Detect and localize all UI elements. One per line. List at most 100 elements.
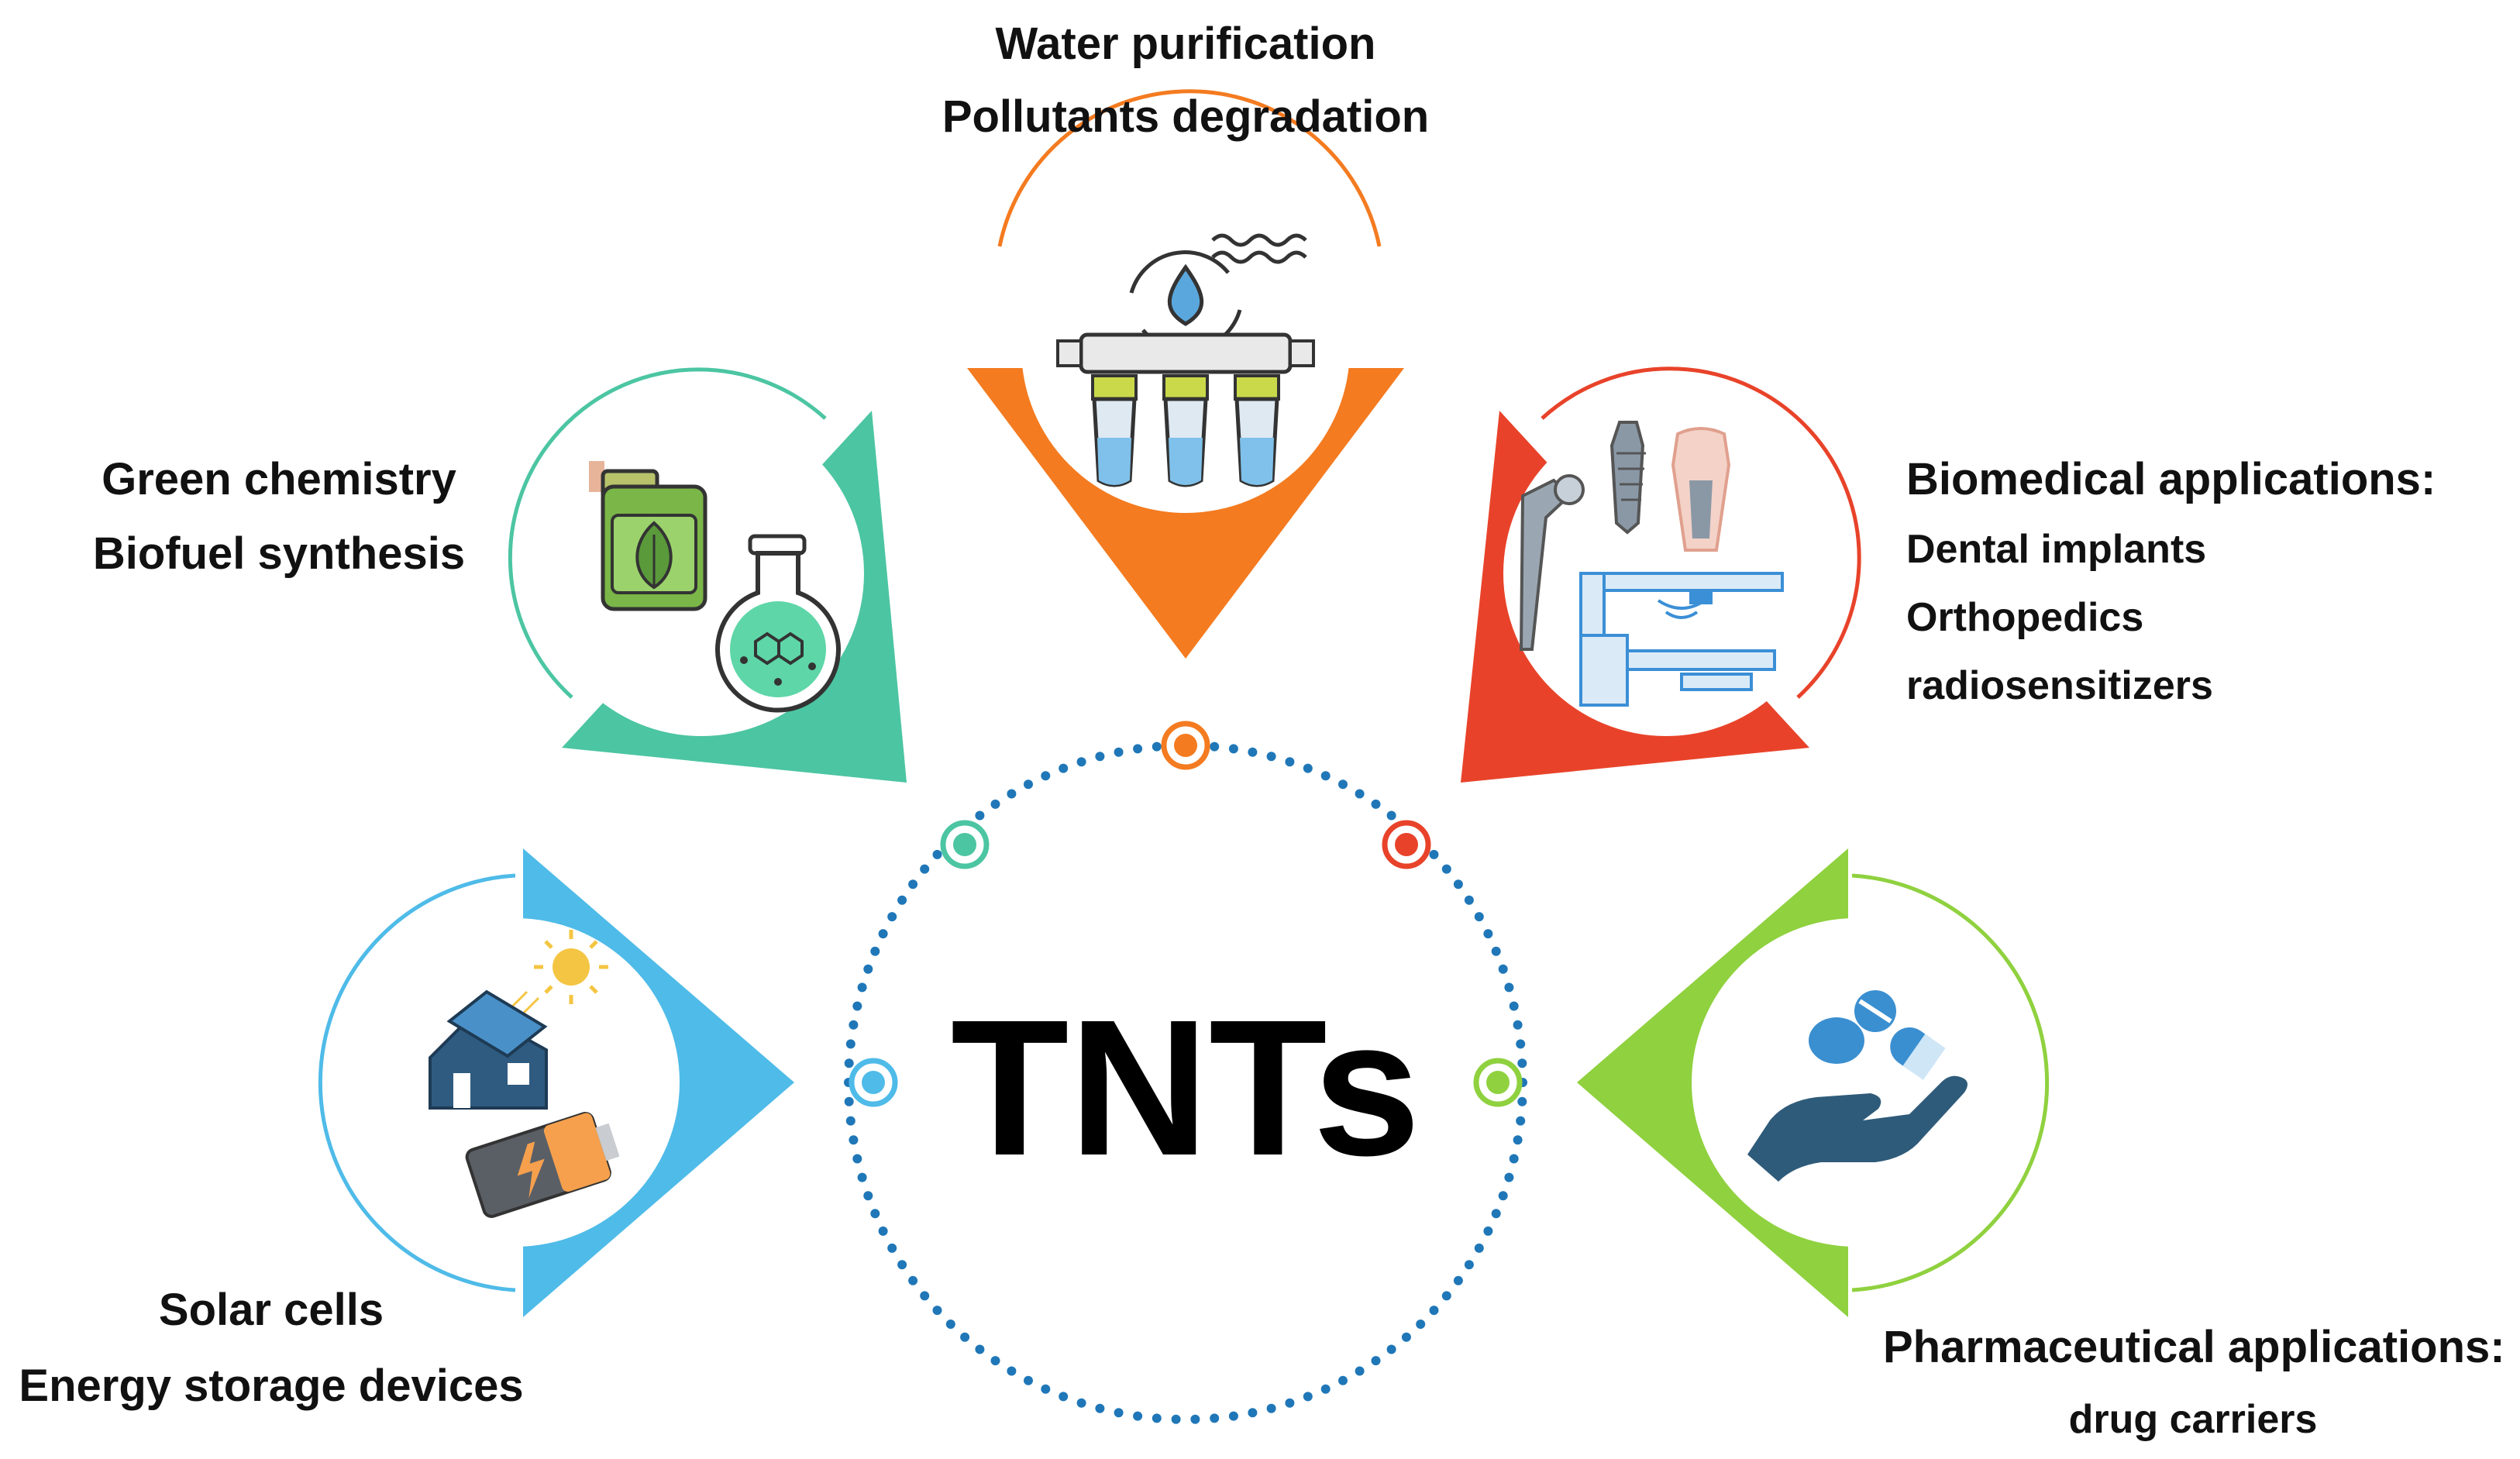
ring-dot <box>990 799 1000 809</box>
ring-dot <box>960 1332 970 1342</box>
ring-dot <box>1371 1356 1381 1366</box>
ring-dot <box>1491 1209 1501 1219</box>
ring-dot <box>870 1209 880 1219</box>
ring-dot <box>857 982 867 993</box>
ring-dot <box>1355 789 1365 799</box>
ring-dot <box>1464 1260 1474 1270</box>
ring-dot <box>1133 744 1143 754</box>
ring-dot <box>990 1356 1000 1366</box>
ring-dot <box>863 1191 873 1201</box>
ring-dot <box>1355 1366 1365 1376</box>
ring-dot <box>1464 895 1474 905</box>
ring-dot <box>975 810 985 821</box>
ring-dot <box>1504 982 1514 993</box>
ring-dot <box>852 1154 862 1164</box>
ring-dot <box>975 1344 985 1354</box>
ring-dot <box>857 1172 867 1182</box>
pharma-heading: Pharmaceutical applications: <box>1883 1322 2505 1372</box>
ring-dot <box>1059 1392 1069 1402</box>
ring-dot <box>1024 1375 1033 1385</box>
ring-dot <box>1517 1058 1527 1068</box>
ring-dot <box>878 929 888 939</box>
ring-dot <box>1133 1411 1143 1421</box>
ring-dot <box>1441 1291 1451 1301</box>
ring-dot <box>1474 912 1484 922</box>
ring-dot <box>849 1020 859 1030</box>
ring-dot <box>1338 1375 1348 1385</box>
ring-dot <box>1285 757 1295 767</box>
ring-dot <box>1210 742 1220 752</box>
ring-dot <box>1516 1116 1526 1126</box>
ring-dot <box>1401 1332 1411 1342</box>
ring-dot <box>1228 744 1238 754</box>
ring-dot <box>1504 1172 1514 1182</box>
ring-dot <box>1076 757 1086 767</box>
water-filter-icon <box>1056 233 1315 487</box>
ring-dot <box>1114 747 1124 757</box>
ring-dot <box>1429 849 1439 859</box>
ring-dot <box>920 864 930 874</box>
ring-dot <box>1441 864 1451 874</box>
ring-dot <box>1266 752 1276 762</box>
ring-dot <box>1285 1398 1295 1408</box>
ring-dot <box>1228 1411 1238 1421</box>
ring-node-biomedical <box>1382 820 1431 869</box>
ring-dot <box>1338 779 1348 790</box>
biomedical-item: Dental implants <box>1906 527 2207 572</box>
ring-dot <box>897 1260 907 1270</box>
ring-dot <box>1483 1226 1493 1236</box>
ring-dot <box>870 946 880 956</box>
ring-dot <box>1266 1403 1276 1413</box>
ring-dot <box>1171 1414 1181 1424</box>
ring-node-solar <box>849 1058 898 1107</box>
ring-dot <box>1248 747 1258 757</box>
ring-dot <box>844 1058 854 1068</box>
ring-dot <box>1303 763 1313 773</box>
ring-dot <box>945 1320 955 1329</box>
water-badge <box>967 89 1404 659</box>
ring-dot <box>1320 1384 1331 1394</box>
ring-dot <box>1517 1096 1527 1106</box>
ring-dot <box>1041 771 1051 781</box>
water-label-line1: Water purification <box>995 19 1376 69</box>
ring-dot <box>1416 1320 1426 1329</box>
ring-dot <box>1095 1403 1105 1413</box>
ring-dot <box>897 895 907 905</box>
ring-dot <box>1041 1384 1051 1394</box>
ring-node-green <box>940 820 990 869</box>
ring-dot <box>1007 789 1017 799</box>
biofuel-flask-icon <box>589 461 841 713</box>
ring-dot <box>1210 1413 1220 1423</box>
ring-dot <box>1059 763 1069 773</box>
green-label-line1: Green chemistry <box>102 454 456 504</box>
ring-dot <box>1248 1408 1258 1418</box>
water-label-line2: Pollutants degradation <box>942 91 1430 142</box>
ring-dot <box>1498 1191 1508 1201</box>
ring-dot <box>1190 1414 1200 1424</box>
green-chemistry-badge <box>508 367 907 783</box>
medical-implants-icon <box>1519 421 1784 707</box>
pharma-sub: drug carriers <box>2068 1397 2318 1442</box>
ring-dot <box>1320 771 1331 781</box>
center-label: TNTs <box>951 979 1420 1196</box>
pharma-badge <box>1577 848 2050 1317</box>
ring-dot <box>1429 1306 1439 1316</box>
ring-dot <box>1509 1154 1519 1164</box>
ring-dot <box>1024 779 1033 790</box>
ring-dot <box>1453 1275 1463 1285</box>
ring-dot <box>1491 946 1501 956</box>
ring-dot <box>1483 929 1493 939</box>
solar-label-line1: Solar cells <box>158 1285 384 1335</box>
ring-dot <box>1303 1392 1313 1402</box>
biomedical-badge <box>1461 366 1861 783</box>
ring-dot <box>849 1135 859 1145</box>
ring-dot <box>1513 1020 1523 1030</box>
ring-dot <box>845 1116 855 1126</box>
biomedical-heading: Biomedical applications: <box>1906 454 2436 504</box>
biomedical-item: Orthopedics <box>1906 595 2144 640</box>
ring-dot <box>1076 1398 1086 1408</box>
ring-dot <box>852 1001 862 1011</box>
solar-label-line2: Energy storage devices <box>19 1361 524 1411</box>
